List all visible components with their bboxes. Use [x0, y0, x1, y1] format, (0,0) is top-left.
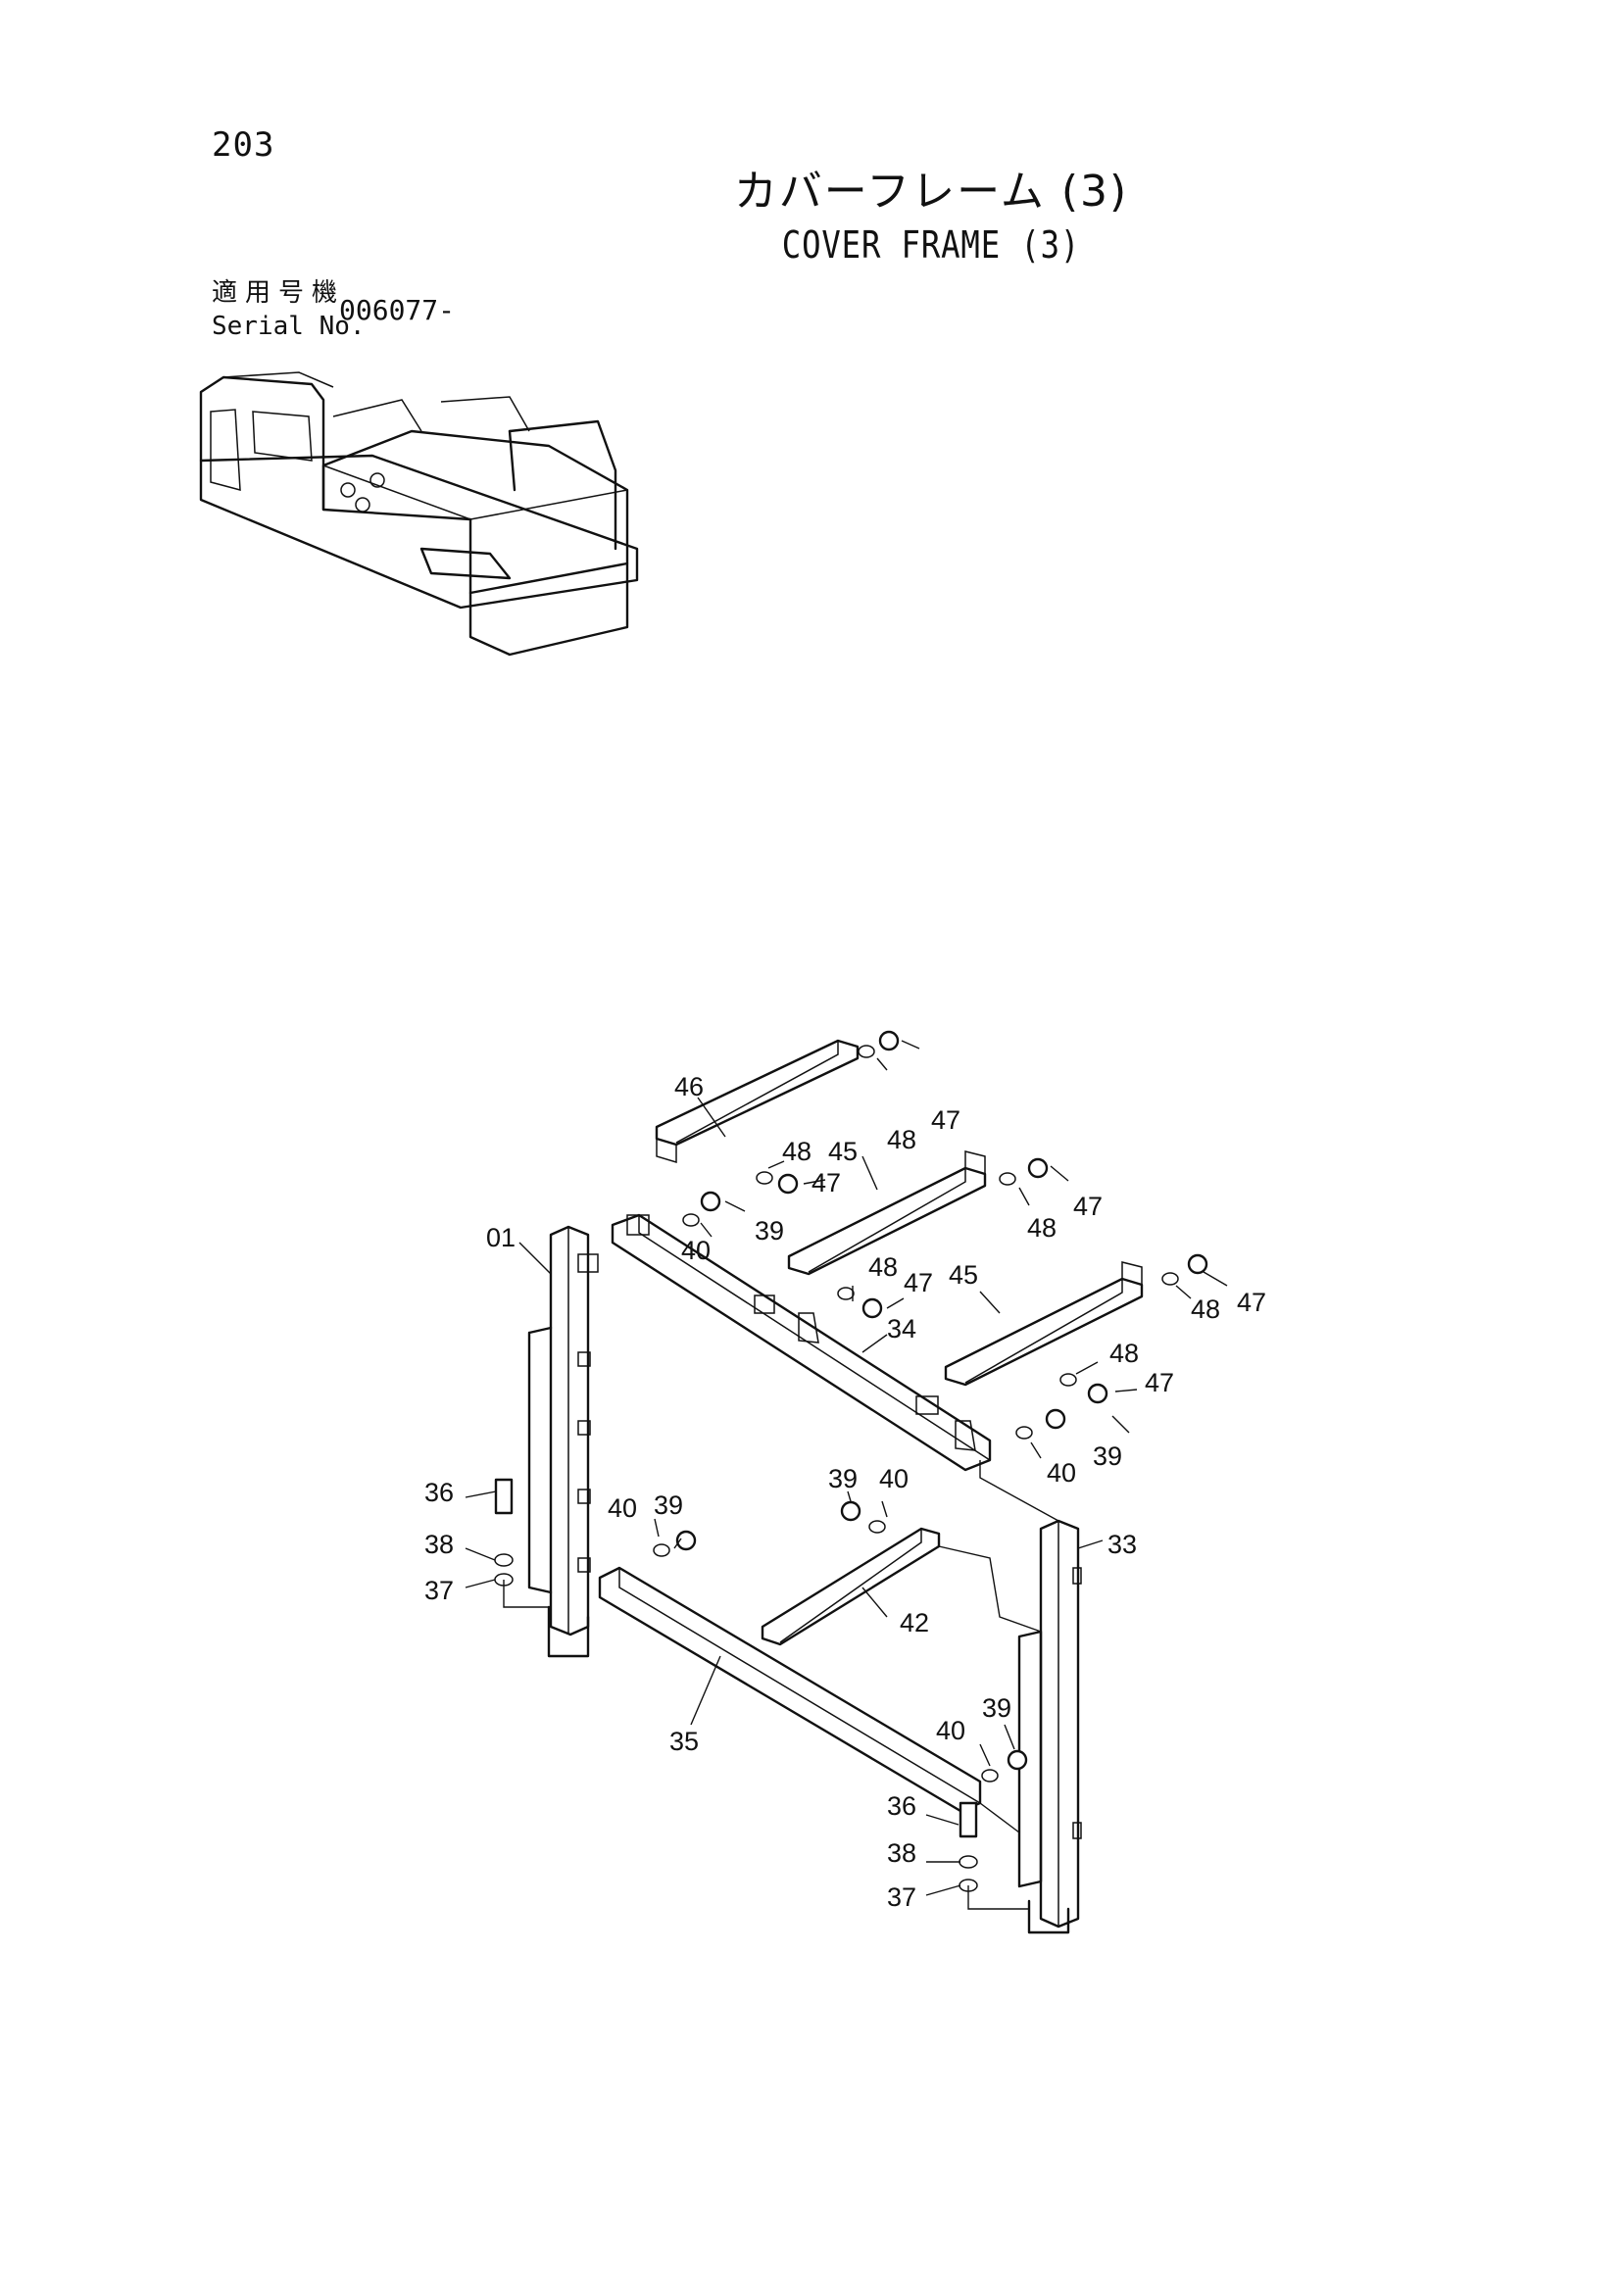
callout-label: 37	[887, 1882, 916, 1912]
callout-label: 39	[755, 1216, 784, 1246]
sketch-cab	[199, 375, 325, 512]
callout-label: 47	[812, 1168, 841, 1197]
part-35-lower-rail	[598, 1566, 982, 1813]
callout-label: 36	[887, 1791, 916, 1821]
sketch-cab-roof	[222, 371, 334, 388]
callout-label: 01	[486, 1223, 516, 1252]
callout-label: 39	[1093, 1441, 1122, 1471]
callout-label: 48	[1191, 1295, 1220, 1324]
callout-labels: 46 47 48 48 45 47 01 40 39 47 48 48 47 4…	[424, 1072, 1266, 1912]
callout-label: 46	[674, 1072, 704, 1101]
page-number: 203	[212, 125, 275, 165]
serial-value: 006077-	[339, 294, 456, 326]
sketch-cap-3	[355, 497, 370, 513]
serial-block: 適用号機 Serial No.	[212, 276, 366, 343]
sketch-base	[199, 454, 639, 610]
sketch-highlight-frame	[508, 419, 617, 551]
title-english: COVER FRAME (3)	[781, 223, 1081, 267]
sketch-rear-rail	[440, 396, 530, 432]
callout-label: 34	[887, 1314, 916, 1343]
excavator-sketch	[199, 371, 639, 657]
sketch-cap-2	[369, 472, 385, 488]
part-45-middle-bracket	[787, 1150, 987, 1276]
callout-label: 47	[1145, 1368, 1174, 1397]
part-01-left-post	[527, 1225, 599, 1658]
callout-label: 39	[828, 1464, 858, 1493]
callout-label: 40	[1047, 1458, 1076, 1488]
part-34-upper-rail	[611, 1213, 992, 1472]
cover-frame-exploded-diagram: 46 47 48 48 45 47 01 40 39 47 48 48 47 4…	[424, 1030, 1266, 1934]
title-japanese: カバーフレーム (3)	[733, 167, 1129, 217]
callout-label: 47	[904, 1268, 933, 1297]
sketch-counterweight	[468, 562, 629, 657]
serial-label-english: Serial No.	[212, 312, 366, 341]
callout-label: 48	[868, 1252, 898, 1282]
part-33-right-post	[1017, 1519, 1082, 1934]
sketch-muffler	[419, 547, 512, 580]
callout-label: 47	[931, 1105, 960, 1135]
callout-label: 38	[887, 1838, 916, 1868]
callout-label: 45	[949, 1260, 978, 1290]
part-46-top-bracket	[655, 1039, 860, 1164]
callout-label: 35	[669, 1727, 699, 1756]
sketch-cab-window-side	[252, 411, 313, 462]
callout-label: 48	[887, 1125, 916, 1154]
sketch-hood-back	[332, 399, 422, 432]
serial-label-japanese: 適用号機	[212, 278, 346, 308]
title-block: カバーフレーム (3) COVER FRAME (3)	[588, 165, 1274, 270]
callout-label: 40	[936, 1716, 965, 1745]
part-45-lower-bracket	[944, 1261, 1144, 1387]
callout-label: 45	[828, 1137, 858, 1166]
callout-label: 48	[1109, 1339, 1139, 1368]
callout-label: 48	[1027, 1213, 1057, 1243]
callout-label: 36	[424, 1478, 454, 1507]
callout-label: 37	[424, 1576, 454, 1605]
sketch-cab-window	[210, 409, 241, 491]
callout-label: 47	[1073, 1192, 1103, 1221]
fasteners	[494, 1030, 1208, 1910]
callout-label: 42	[900, 1608, 929, 1637]
sketch-hood-ridge	[322, 464, 628, 520]
callout-label: 33	[1107, 1530, 1137, 1559]
callout-label: 40	[681, 1236, 711, 1265]
callout-label: 47	[1237, 1288, 1266, 1317]
callout-label: 38	[424, 1530, 454, 1559]
callout-label: 40	[608, 1493, 637, 1523]
callout-label: 39	[982, 1693, 1011, 1723]
callout-label: 39	[654, 1490, 683, 1520]
callout-label: 48	[782, 1137, 812, 1166]
callout-label: 40	[879, 1464, 909, 1493]
sketch-highlight-post	[508, 429, 516, 492]
sketch-cap-1	[340, 482, 356, 498]
